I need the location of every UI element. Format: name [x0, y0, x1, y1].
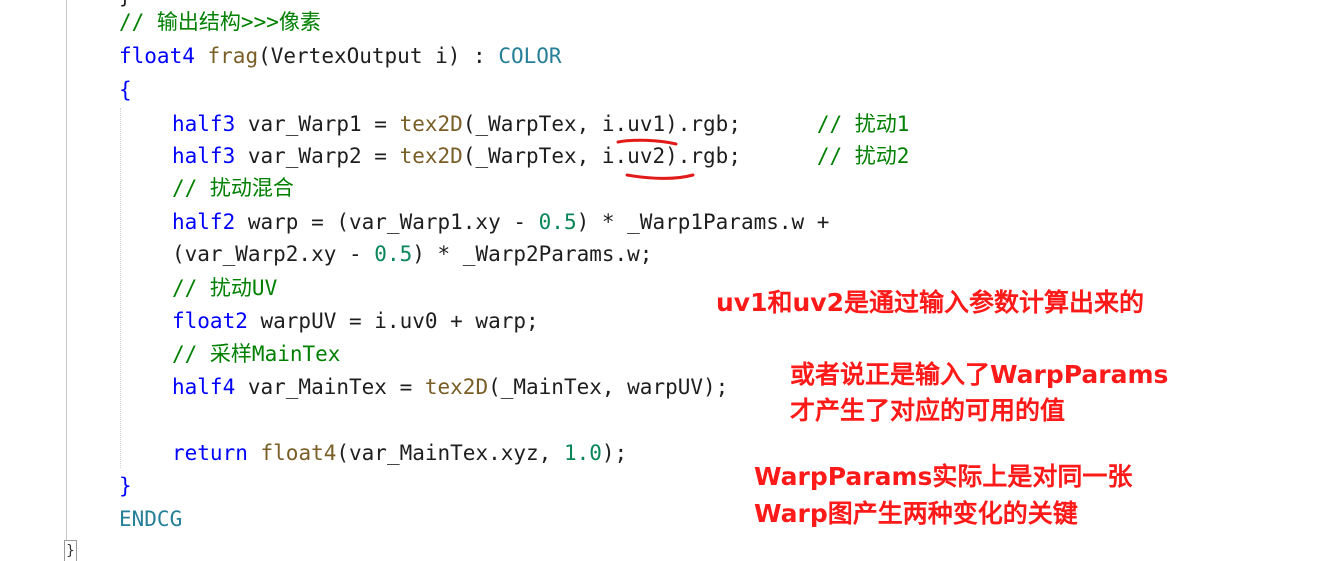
code-token: (_WarpTex, i.uv1) [462, 112, 678, 136]
code-line[interactable]: return float4(var_MainTex.xyz, 1.0); [172, 437, 627, 470]
code-line[interactable]: ENDCG [119, 503, 182, 536]
annotation-note-2-line-1: 或者说正是输入了WarpParams [790, 360, 1169, 389]
code-token: half3 [172, 144, 236, 168]
code-token: warp = (var_Warp1.xy - [235, 210, 539, 234]
code-token: { [119, 78, 132, 102]
code-token: float4 [119, 44, 195, 68]
code-token: // 扰动1 [816, 112, 910, 136]
code-token: i) : [422, 44, 499, 68]
code-line[interactable]: half3 var_Warp2 = tex2D(_WarpTex, i.uv2)… [172, 140, 909, 173]
code-token: (var_MainTex.xyz, [336, 441, 564, 465]
code-line[interactable]: half4 var_MainTex = tex2D(_MainTex, warp… [172, 371, 728, 404]
code-token: // 扰动混合 [172, 176, 294, 200]
code-token [248, 441, 261, 465]
annotation-note-3-line-1: WarpParams实际上是对同一张 [754, 462, 1133, 491]
underline-uv2 [625, 173, 695, 180]
code-token: VertexOutput [270, 44, 423, 68]
code-line[interactable]: { [119, 74, 132, 107]
code-token: var_MainTex = [235, 375, 425, 399]
code-line[interactable]: // 输出结构>>>像素 [119, 6, 321, 39]
code-token: var_Warp1 = [235, 112, 400, 136]
code-token: half2 [172, 210, 236, 234]
code-token: 1.0 [563, 441, 602, 465]
code-token: half3 [172, 112, 236, 136]
code-token: var_Warp2 = [235, 144, 400, 168]
code-token: ) * _Warp1Params.w + [576, 210, 830, 234]
code-token: warpUV = i.uv0 + warp; [247, 309, 539, 333]
code-token: (_MainTex, warpUV); [488, 375, 729, 399]
code-token: ) * _Warp2Params.w; [412, 242, 653, 266]
code-token: (_WarpTex, i.uv2) [462, 144, 678, 168]
code-token: tex2D [399, 112, 463, 136]
code-token: (var_Warp2.xy - [172, 242, 375, 266]
code-token: tex2D [399, 144, 463, 168]
code-line[interactable]: (var_Warp2.xy - 0.5) * _Warp2Params.w; [172, 238, 652, 271]
code-token: COLOR [498, 44, 562, 68]
code-token: tex2D [424, 375, 489, 399]
code-line[interactable]: // 采样MainTex [172, 338, 340, 371]
code-token: } [119, 474, 132, 498]
code-token: 0.5 [538, 210, 577, 234]
code-token: 0.5 [374, 242, 413, 266]
code-token [195, 44, 208, 68]
code-token: float4 [260, 441, 337, 465]
code-line[interactable]: float2 warpUV = i.uv0 + warp; [172, 305, 539, 338]
fold-marker[interactable]: } [64, 540, 77, 561]
code-line[interactable]: // 扰动混合 [172, 172, 294, 205]
code-token: ENDCG [119, 507, 183, 531]
annotation-note-2-line-2: 才产生了对应的可用的值 [790, 396, 1066, 425]
code-token: .rgb; [677, 112, 817, 136]
code-token: // 扰动UV [172, 276, 278, 300]
code-token: .rgb; [677, 144, 817, 168]
code-line[interactable]: // 扰动UV [172, 272, 277, 305]
code-line[interactable]: float4 frag(VertexOutput i) : COLOR [119, 40, 562, 73]
editor-gutter-line [66, 0, 67, 561]
code-token: ); [601, 441, 628, 465]
code-token: return [172, 441, 248, 465]
annotation-note-1: uv1和uv2是通过输入参数计算出来的 [716, 288, 1144, 317]
annotation-note-3-line-2: Warp图产生两种变化的关键 [754, 499, 1078, 528]
code-token: float2 [172, 309, 248, 333]
top-brace-fragment: } [119, 0, 131, 6]
code-token: frag [207, 44, 259, 68]
code-token: // 采样MainTex [172, 342, 341, 366]
code-line[interactable]: half2 warp = (var_Warp1.xy - 0.5) * _War… [172, 206, 829, 239]
indent-guide [120, 108, 121, 468]
code-token: half4 [172, 375, 236, 399]
code-token: // 扰动2 [816, 144, 910, 168]
code-token: ( [258, 44, 271, 68]
code-line[interactable]: } [119, 470, 132, 503]
code-line[interactable]: half3 var_Warp1 = tex2D(_WarpTex, i.uv1)… [172, 108, 909, 141]
code-token: // 输出结构>>>像素 [119, 10, 321, 34]
